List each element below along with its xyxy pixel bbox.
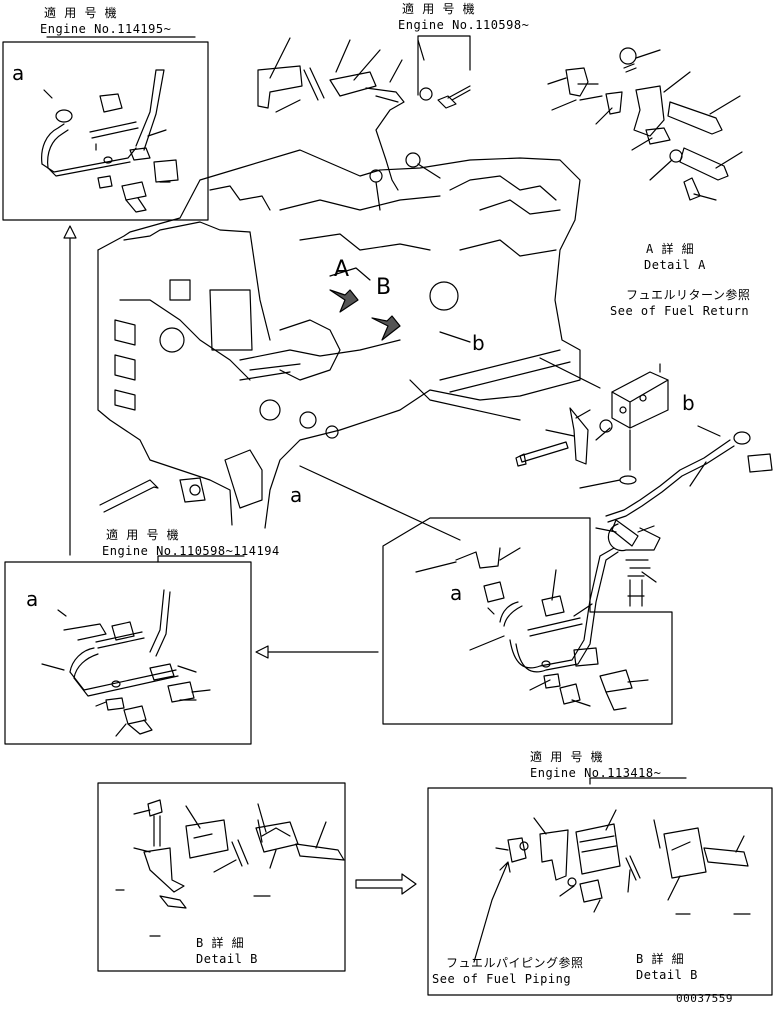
bottom-right-heading-en: Engine No.113418~	[530, 766, 662, 780]
box-bottom-left	[97, 782, 346, 972]
marker-a-detail: a	[450, 581, 462, 605]
top-mid-heading-en: Engine No.110598~	[398, 18, 530, 32]
top-left-box-parts	[41, 69, 179, 213]
mid-left-heading-en: Engine No.110598~114194	[102, 544, 280, 558]
top-left-heading-jp: 適 用 号 機	[44, 6, 118, 20]
engine-block	[97, 149, 581, 529]
marker-b-upper: B	[376, 275, 391, 300]
fuel-return-ref-jp: フュエルリターン参照	[626, 288, 751, 302]
marker-a-lower: a	[290, 483, 302, 507]
bottom-right-heading-jp: 適 用 号 機	[530, 750, 604, 764]
detail-a-title-en: Detail A	[644, 258, 706, 272]
fuel-piping-ref-jp: フュエルパイピング参照	[446, 956, 584, 970]
box-mid-left	[4, 561, 252, 745]
detail-b-left-title-jp: B 詳 細	[196, 936, 245, 950]
mid-left-heading-jp: 適 用 号 機	[106, 528, 180, 542]
top-mid-heading-jp: 適 用 号 機	[402, 2, 476, 16]
box-top-left	[2, 41, 209, 221]
top-left-heading-en: Engine No.114195~	[40, 22, 172, 36]
diagram-markers: A B a b a a a b	[12, 61, 695, 611]
box-detail-a	[382, 517, 673, 725]
pointer-arrows	[329, 289, 401, 341]
detail-b-right-parts	[473, 809, 751, 963]
detail-b-left-parts	[115, 799, 345, 937]
detail-leader-lines	[299, 331, 521, 541]
marker-a-upper: A	[334, 257, 349, 282]
marker-b-lower: b	[472, 331, 485, 355]
drawing-number: 00037559	[676, 992, 733, 1005]
marker-a-midleft: a	[26, 587, 38, 611]
detail-b-left-title-en: Detail B	[196, 952, 258, 966]
top-right-parts	[547, 47, 743, 201]
detail-b-right-title-en: Detail B	[636, 968, 698, 982]
top-bracket-parts	[257, 37, 471, 211]
detail-a-title-jp: A 詳 細	[646, 242, 695, 256]
detail-a-box-parts	[415, 547, 649, 711]
fuel-return-ref-en: See of Fuel Return	[610, 304, 750, 318]
heading-brackets	[46, 35, 687, 785]
mid-left-box-parts	[41, 589, 211, 737]
flow-arrows	[63, 225, 417, 895]
detail-b-right-title-jp: B 詳 細	[636, 952, 685, 966]
box-bottom-right	[427, 787, 773, 996]
fuel-return-parts	[515, 357, 773, 607]
marker-a-topleft: a	[12, 61, 24, 85]
marker-b-right: b	[682, 391, 695, 415]
fuel-piping-ref-en: See of Fuel Piping	[432, 972, 572, 986]
